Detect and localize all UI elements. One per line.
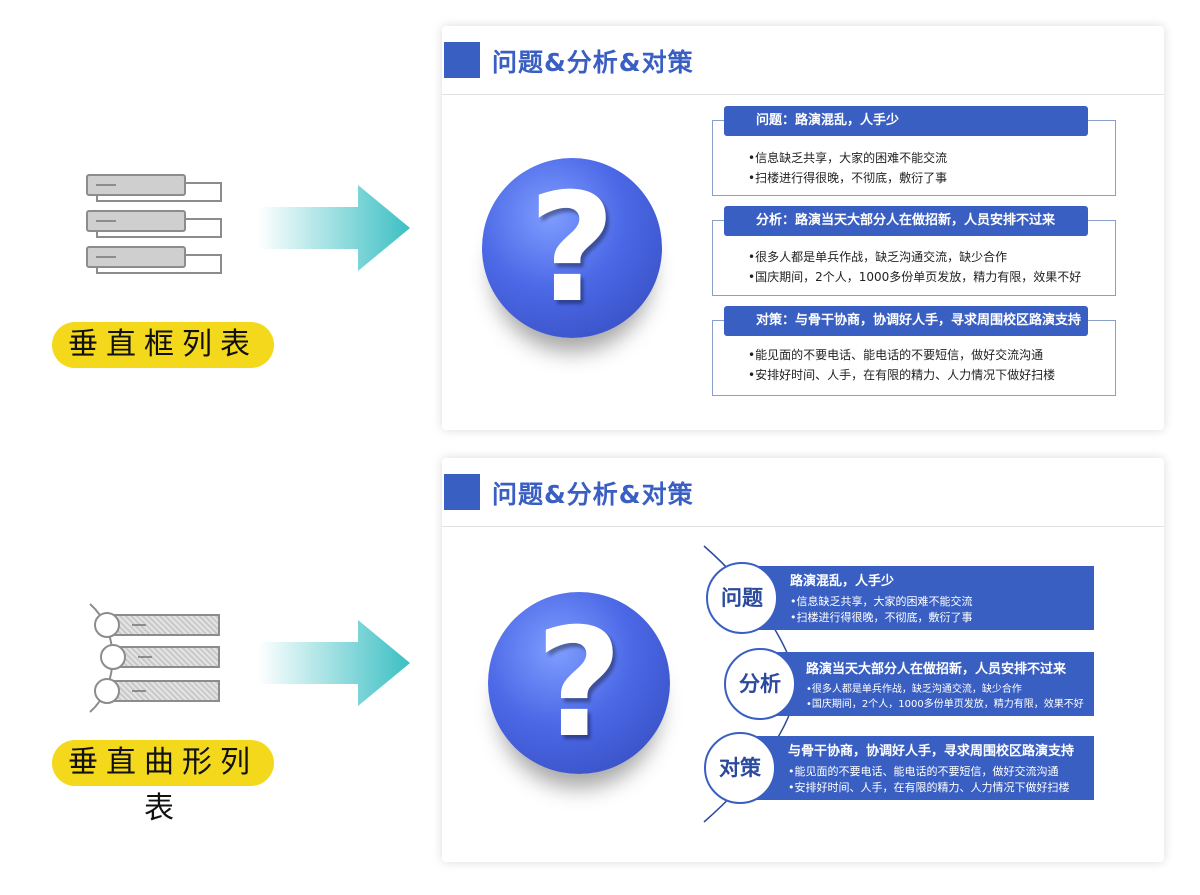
- bullet-text: •信息缺乏共享，大家的困难不能交流: [790, 595, 973, 608]
- vertical-curve-list-label: 垂直曲形列表: [52, 740, 274, 826]
- question-mark-icon: ?: [482, 158, 662, 338]
- section-circle: 分析: [724, 648, 796, 720]
- bullet-text: •信息缺乏共享，大家的困难不能交流: [748, 151, 948, 165]
- section-band: [732, 566, 1094, 630]
- bullet-text: •扫楼进行得很晚，不彻底，敷衍了事: [748, 171, 948, 185]
- bullet-text: •能见面的不要电话、能电话的不要短信，做好交流沟通: [748, 348, 1044, 362]
- section-band: [752, 652, 1094, 716]
- arrow-right-icon: [258, 185, 410, 271]
- slide-bottom: 问题&分析&对策 ? 路演混乱，人手少 •信息缺乏共享，大家的困难不能交流 •扫…: [442, 458, 1164, 862]
- section-heading: 分析：路演当天大部分人在做招新，人员安排不过来: [724, 206, 1088, 236]
- bullet-text: •安排好时间、人手，在有限的精力、人力情况下做好扫楼: [748, 368, 1056, 382]
- bullet-text: •国庆期间，2个人，1000多份单页发放，精力有限，效果不好: [748, 270, 1082, 284]
- slide-title: 问题&分析&对策: [492, 48, 694, 77]
- slide-top: 问题&分析&对策 ? 问题：路演混乱，人手少 •信息缺乏共享，大家的困难不能交流…: [442, 26, 1164, 430]
- section-heading: 路演当天大部分人在做招新，人员安排不过来: [806, 662, 1067, 677]
- section-heading: 路演混乱，人手少: [790, 574, 895, 589]
- bullet-text: •扫楼进行得很晚，不彻底，敷衍了事: [790, 611, 973, 624]
- vertical-box-list-label: 垂直框列表: [52, 322, 274, 368]
- vertical-box-list-icon: [86, 170, 226, 280]
- bullet-text: •能见面的不要电话、能电话的不要短信，做好交流沟通: [788, 765, 1059, 778]
- bullet-text: •国庆期间，2个人，1000多份单页发放，精力有限，效果不好: [806, 699, 1084, 710]
- title-square: [444, 42, 480, 78]
- section-heading: 对策：与骨干协商，协调好人手，寻求周围校区路演支持: [724, 306, 1088, 336]
- slide-title: 问题&分析&对策: [492, 480, 694, 509]
- section-heading: 问题：路演混乱，人手少: [724, 106, 1088, 136]
- bullet-text: •很多人都是单兵作战，缺乏沟通交流，缺少合作: [748, 250, 1008, 264]
- section-circle: 对策: [704, 732, 776, 804]
- question-mark-icon: ?: [488, 592, 670, 774]
- section-heading: 与骨干协商，协调好人手，寻求周围校区路演支持: [788, 744, 1075, 759]
- vertical-curve-list-icon: [84, 600, 224, 716]
- section-circle: 问题: [706, 562, 778, 634]
- bullet-text: •很多人都是单兵作战，缺乏沟通交流，缺少合作: [806, 684, 1022, 695]
- bullet-text: •安排好时间、人手，在有限的精力、人力情况下做好扫楼: [788, 781, 1070, 794]
- title-square: [444, 474, 480, 510]
- section-band: [732, 736, 1094, 800]
- arrow-right-icon: [258, 620, 410, 706]
